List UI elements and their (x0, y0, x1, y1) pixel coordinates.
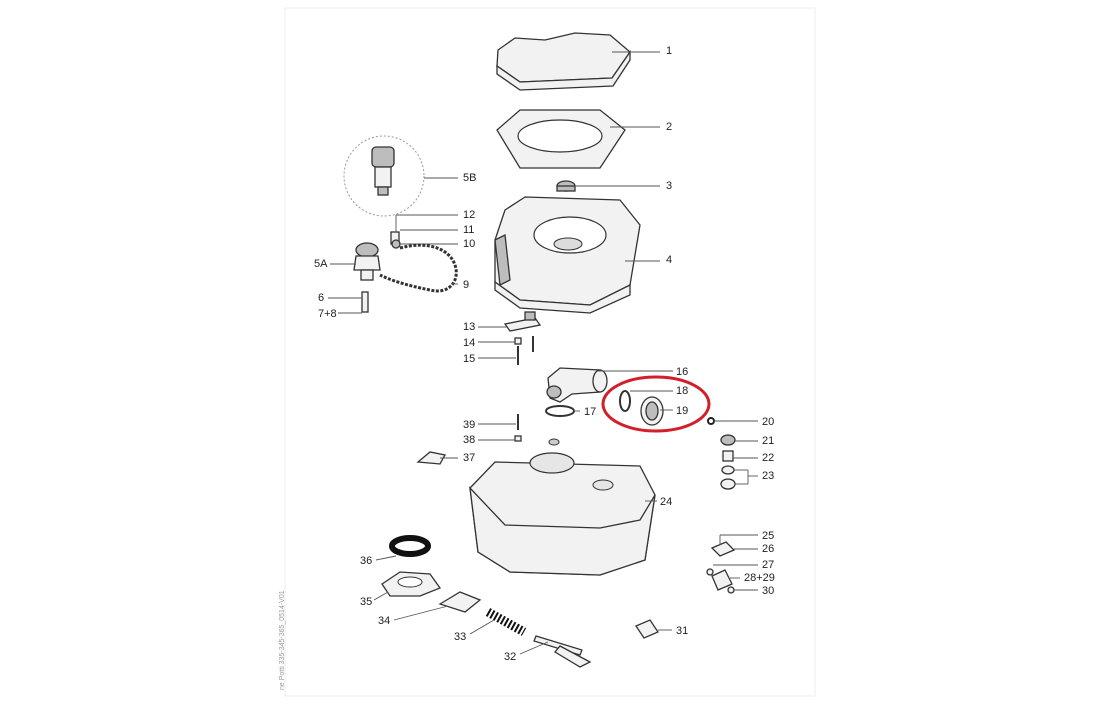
highlight-circle (601, 375, 711, 433)
label-14: 14 (463, 337, 475, 349)
label-9: 9 (463, 279, 469, 291)
part-38-39-screw (514, 414, 522, 442)
label-12: 12 (463, 209, 475, 221)
part-19-cap (640, 396, 664, 426)
label-3: 3 (666, 180, 672, 192)
leader-33 (469, 619, 495, 635)
label-20: 20 (762, 416, 774, 428)
label-15: 15 (463, 353, 475, 365)
label-39: 39 (463, 419, 475, 431)
label-13: 13 (463, 321, 475, 333)
part-36-seal (389, 535, 431, 557)
part-5a-pump (353, 242, 381, 281)
part-37-clip (416, 451, 447, 465)
label-4: 4 (666, 254, 672, 266)
part-4-upper-tank (494, 196, 641, 314)
label-25: 25 (762, 530, 774, 542)
part-34-slider (438, 591, 482, 613)
label-10: 10 (463, 238, 475, 250)
label-24: 24 (660, 496, 672, 508)
part-14-15-screws (514, 336, 534, 365)
label-17: 17 (584, 406, 596, 418)
label-31: 31 (676, 625, 688, 637)
label-5a: 5A (314, 258, 328, 270)
label-26: 26 (762, 543, 774, 555)
part-32-rod (533, 635, 592, 668)
label-11: 11 (463, 224, 474, 236)
part-5b-inset (343, 135, 425, 217)
part-21-23-valve-stack (720, 434, 736, 490)
part-9-hose (379, 243, 458, 293)
part-25-30-valve (706, 541, 736, 594)
part-24-lower-tank (469, 438, 656, 576)
label-22: 22 (762, 452, 774, 464)
label-27: 27 (762, 559, 774, 571)
label-1: 1 (666, 45, 672, 57)
leader-36 (375, 555, 397, 561)
part-2-seat (496, 109, 626, 169)
part-1-lid (496, 32, 631, 91)
label-7-8: 7+8 (318, 308, 337, 320)
label-36: 36 (360, 555, 372, 567)
part-33-spring (485, 608, 527, 636)
part-6-7-8-pin (361, 291, 369, 313)
part-3-cap (556, 180, 576, 192)
label-18: 18 (676, 385, 688, 397)
part-31-clip (635, 619, 659, 639)
label-33: 33 (454, 631, 466, 643)
part-18-oring (619, 390, 631, 412)
label-16: 16 (676, 366, 688, 378)
label-38: 38 (463, 434, 475, 446)
watermark: ne Potti 335-345-365_0514-V01 (279, 590, 286, 690)
label-6: 6 (318, 292, 324, 304)
label-19: 19 (676, 405, 688, 417)
part-35-plate (381, 571, 442, 597)
label-32: 32 (504, 651, 516, 663)
leader-32 (519, 641, 549, 655)
part-13-bracket (503, 311, 542, 332)
label-5b: 5B (463, 172, 476, 184)
label-30: 30 (762, 585, 774, 597)
label-28-29: 28+29 (744, 572, 775, 584)
part-16-elbow-pipe (546, 367, 608, 403)
label-21: 21 (762, 435, 774, 447)
leader-35 (373, 591, 389, 601)
label-2: 2 (666, 121, 672, 133)
label-37: 37 (463, 452, 475, 464)
part-12-11-10-fittings (390, 231, 401, 249)
label-23: 23 (762, 470, 774, 482)
leader-34 (393, 605, 449, 621)
label-35: 35 (360, 596, 372, 608)
label-34: 34 (378, 615, 390, 627)
